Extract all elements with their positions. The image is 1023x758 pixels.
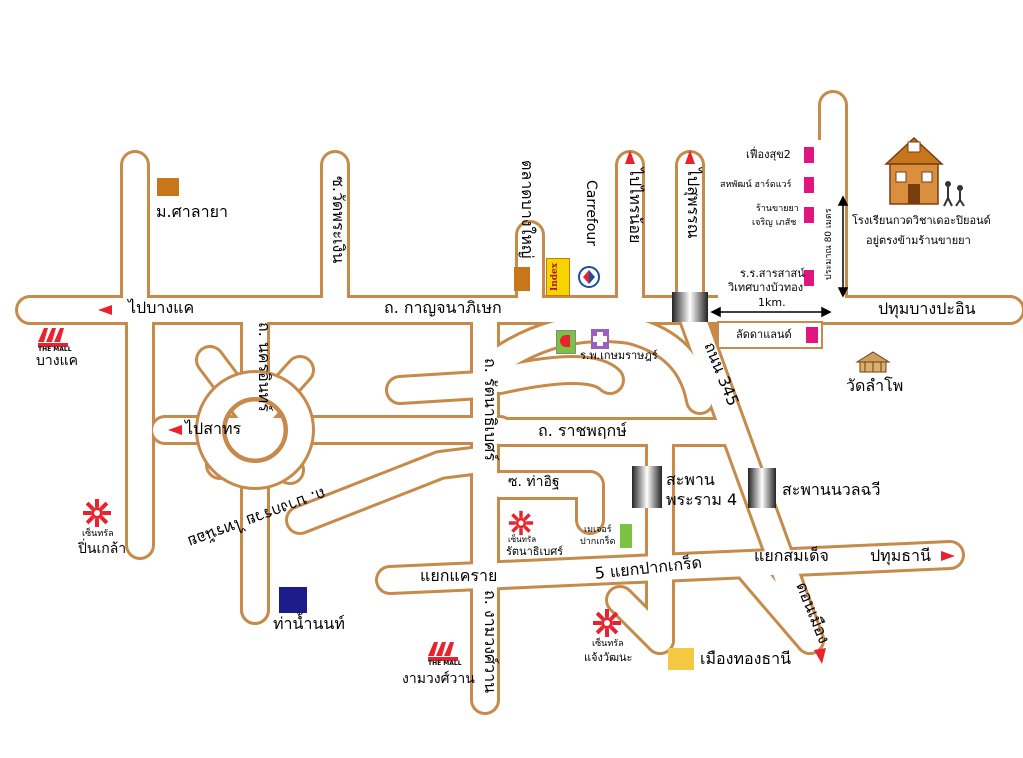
label-80m: ประมาณ 80 เมตร [824, 208, 834, 280]
label-1km: 1km. [758, 296, 786, 309]
label-nakhon-in: ถ. นครอินทร์ [255, 322, 274, 412]
label-pathum-thani: ปทุมธานี [870, 546, 931, 565]
central-pinklao-brand: เซ็นทรัล [82, 529, 114, 539]
central-pinklao-label: ปิ่นเกล้า [78, 541, 127, 557]
label-to-sainoi: ไปไทรน้อย [626, 168, 645, 244]
label-tha-it: ซ. ท่าอิฐ [508, 474, 560, 490]
label-kanchanaphisek: ถ. กาญจนาภิเษก [384, 298, 502, 317]
arrow-pathumthani-icon [941, 551, 955, 561]
label-school-b: วิเทศบางบัวทอง [728, 281, 804, 294]
label-kasem: ร.พ.เกษมราษฎร์ [580, 349, 658, 362]
fueng-suk-marker [804, 147, 814, 163]
direction-arrows [98, 150, 955, 664]
school-building-icon [884, 136, 965, 207]
label-salaya: ม.ศาลายา [156, 202, 228, 221]
bridge-345-icon [672, 292, 708, 322]
label-yaek-somdej: แยกสมเด็จ [754, 546, 829, 565]
label-ngamwongwan: ถ. งามวงศ์วาน [481, 590, 500, 694]
central-rattana-logo-icon [508, 510, 534, 536]
label-school-main-a: โรงเรียนกวดวิชาเดอะปิยอนด์ [852, 214, 991, 227]
major-marker [620, 524, 632, 548]
label-bangkae-road: ไปบางแค [128, 298, 195, 317]
label-wat-phra-ngern: ซ.วัดพระเงิน [329, 176, 348, 264]
mall-bangkae-label: บางแค [36, 353, 78, 369]
central-chaeng-brand: เซ็นทรัล [592, 639, 624, 649]
the-mall-bangkae-logo-icon [38, 328, 68, 347]
label-ratchaphruek: ถ. ราชพฤกษ์ [538, 421, 627, 440]
label-fueng-suk: เฟื่องสุข2 [746, 148, 791, 161]
label-shop-b: เจริญ เภสัช [752, 218, 797, 228]
mall-bangkae-brand: THE MALL [38, 346, 72, 353]
label-yaek-khaerai: แยกแคราย [420, 566, 498, 585]
label-major-a: เมเจอร์ [584, 525, 612, 535]
label-saphan-a: สะพาน [666, 470, 715, 489]
arrow-donmueang-icon [814, 648, 826, 664]
central-pinklao-logo-icon [83, 499, 111, 527]
arrow-sainoi-icon [625, 150, 635, 164]
mall-ngamwong-brand: THE MALL [428, 660, 462, 667]
temple-icon [855, 351, 891, 373]
muang-thong-marker [668, 648, 694, 670]
label-muang-thong: เมืองทองธานี [700, 649, 792, 668]
mall-ngamwong-label: งามวงศ์วาน [402, 671, 475, 687]
carrefour-logo-icon [578, 266, 600, 288]
label-school-a: ร.ร.สารสาสน์ [740, 267, 805, 280]
arrow-bangkae-icon [98, 305, 112, 315]
lat-land-marker [806, 327, 818, 343]
bridge-nuanchawi-icon [748, 468, 776, 508]
pharmacy-marker [804, 207, 814, 223]
sarasas-marker [804, 270, 814, 286]
hospital-icon [591, 329, 609, 349]
distance-80m-marker [837, 195, 849, 298]
label-sathon: ไปสาทร [185, 419, 242, 438]
label-shop-a: ร้านขายยา [756, 204, 799, 214]
distance-1km-marker [710, 306, 832, 318]
sahapat-marker [804, 177, 814, 193]
label-carrefour: Carrefour [583, 180, 599, 247]
the-mall-ngamwong-logo-icon [428, 642, 458, 661]
label-sahapat: สหพัฒน์ ฮาร์ดแวร์ [720, 180, 792, 190]
label-wat-lampho: วัดลำโพ [846, 376, 904, 395]
arrow-suphan-icon [685, 150, 695, 164]
tha-nam-non-marker [279, 587, 307, 613]
label-pathum-bangpain: ปทุมบางปะอิน [878, 299, 976, 318]
label-to-suphan: ไปสุพรรณ [684, 168, 703, 239]
label-major-b: ปากเกร็ด [580, 537, 616, 547]
label-tha-nam-non: ท่าน้ำนนท์ [273, 614, 345, 633]
central-rattana-label: รัตนาธิเบศร์ [506, 545, 564, 558]
index-logo-icon: Index [546, 258, 570, 296]
kasem-logo-icon [556, 330, 576, 354]
label-rattanathibet: ถ. รัตนาธิเบศร์ [481, 358, 500, 461]
central-rattana-brand: เซ็นทรัล [508, 535, 537, 544]
central-chaeng-label: แจ้งวัฒนะ [584, 651, 633, 664]
label-lat-land: ลัดดาแลนด์ [736, 328, 792, 341]
label-school-main-b: อยู่ตรงข้ามร้านขายยา [866, 234, 971, 247]
central-chaeng-logo-icon [593, 609, 621, 637]
salaya-marker [157, 178, 179, 196]
arrow-sathon-icon [168, 425, 182, 435]
talad-bangyai-marker [514, 267, 530, 291]
label-saphan-b: พระราม 4 [666, 490, 738, 509]
label-talad-bangyai: ตลาดบางใหญ่ [518, 160, 537, 259]
bridge-rama4-icon [632, 466, 662, 508]
label-saphan-nuanchawi: สะพานนวลฉวี [782, 480, 881, 499]
